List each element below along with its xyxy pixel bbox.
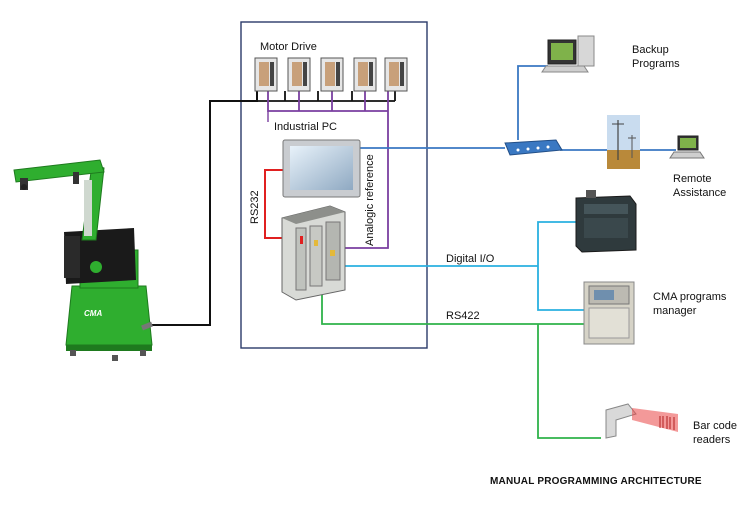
motor-drive-icon — [320, 57, 344, 92]
cma-manager-label-line1: CMA programs — [653, 291, 727, 303]
power-line-icon — [607, 115, 640, 169]
remote-assistance-label-line2: Assistance — [673, 187, 727, 199]
operator-panel-icon — [583, 281, 635, 345]
motor-drive-icon — [353, 57, 377, 92]
cma-manager-label-line2: manager — [653, 305, 697, 317]
backup-programs-label-line2: Programs — [632, 58, 680, 70]
controller-rack-icon — [281, 205, 346, 301]
rs422-cable — [321, 292, 601, 439]
diagram-title: MANUAL PROGRAMMING ARCHITECTURE — [490, 476, 702, 487]
network-switch-icon — [504, 139, 563, 156]
motor-bus-black — [257, 91, 396, 102]
robot-arm-icon: CMA — [13, 159, 153, 361]
laptop-icon — [669, 135, 705, 159]
rs232-label: RS232 — [249, 190, 261, 224]
motor-drive-icon — [254, 57, 278, 92]
plc-module-icon — [575, 190, 637, 253]
digital-io-label: Digital I/O — [446, 253, 495, 265]
rs422-label: RS422 — [446, 310, 480, 322]
backup-programs-label-line1: Backup — [632, 44, 669, 56]
motor-drive-icon — [384, 57, 408, 92]
motor-drive-group — [254, 57, 408, 92]
remote-assistance-label-line1: Remote — [673, 173, 712, 185]
motor-drive-icon — [287, 57, 311, 92]
robot-brand-label: CMA — [84, 309, 102, 318]
industrial-pc-label: Industrial PC — [274, 121, 337, 133]
industrial-pc-icon — [282, 139, 361, 198]
motor-drive-label: Motor Drive — [260, 41, 317, 53]
barcode-label-line2: readers — [693, 434, 731, 446]
desktop-computer-icon — [541, 35, 595, 73]
analog-bus — [267, 91, 389, 249]
barcode-label-line1: Bar code — [693, 420, 738, 432]
digital-io-cable — [345, 221, 584, 311]
control-cabinet-frame — [240, 21, 428, 349]
ethernet-cable — [360, 65, 676, 151]
analogic-reference-label: Analogic reference — [364, 154, 376, 246]
power-cable — [150, 91, 258, 326]
rs232-cable — [264, 169, 290, 239]
barcode-scanner-icon — [605, 403, 678, 439]
